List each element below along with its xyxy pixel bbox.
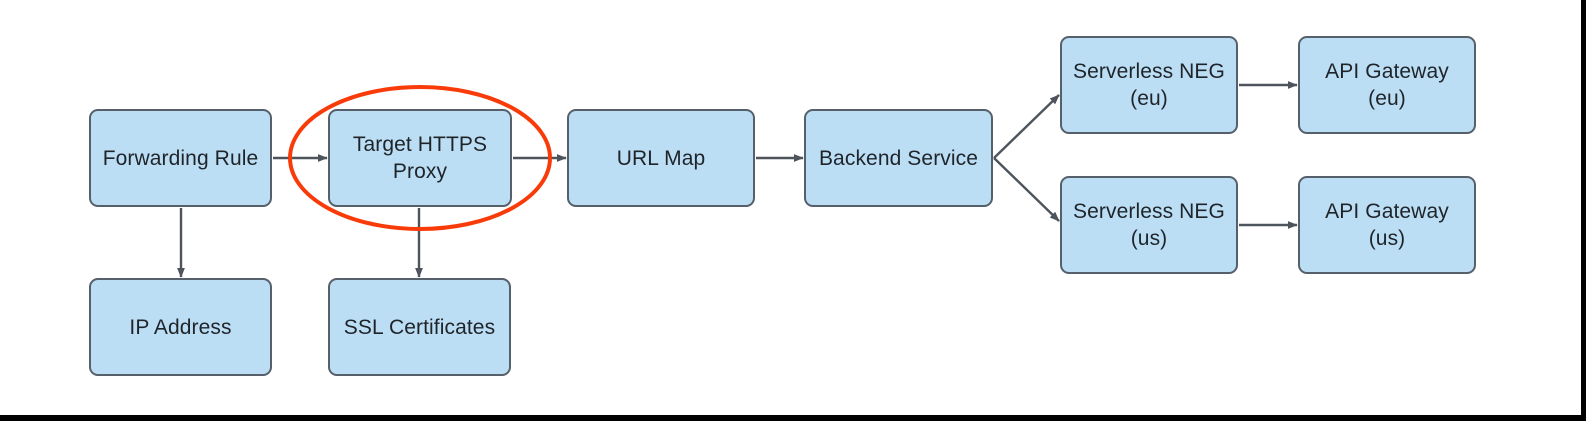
node-label: API Gateway (eu)	[1325, 60, 1449, 110]
node-serverless-neg-us[interactable]: Serverless NEG (us)	[1060, 176, 1238, 274]
node-ip-address[interactable]: IP Address	[89, 278, 272, 376]
node-label: URL Map	[616, 146, 706, 170]
node-label: SSL Certificates	[343, 315, 496, 339]
node-ssl-certificates[interactable]: SSL Certificates	[328, 278, 511, 376]
node-label: API Gateway (us)	[1325, 200, 1449, 250]
node-target-https-proxy[interactable]: Target HTTPS Proxy	[328, 109, 512, 207]
node-api-gateway-eu[interactable]: API Gateway (eu)	[1298, 36, 1476, 134]
node-serverless-neg-eu[interactable]: Serverless NEG (eu)	[1060, 36, 1238, 134]
node-label: IP Address	[129, 315, 232, 339]
node-label: Serverless NEG (eu)	[1073, 60, 1225, 110]
node-forwarding-rule[interactable]: Forwarding Rule	[89, 109, 272, 207]
edge-backend-service-to-serverless-neg-eu	[993, 94, 1060, 159]
node-label: Forwarding Rule	[102, 146, 259, 170]
frame-border-bottom	[0, 415, 1586, 421]
frame-border-right	[1581, 0, 1586, 421]
node-api-gateway-us[interactable]: API Gateway (us)	[1298, 176, 1476, 274]
node-label: Serverless NEG (us)	[1073, 200, 1225, 250]
node-url-map[interactable]: URL Map	[567, 109, 755, 207]
node-backend-service[interactable]: Backend Service	[804, 109, 993, 207]
node-label: Backend Service	[818, 146, 979, 170]
node-label: Target HTTPS Proxy	[352, 133, 488, 183]
edge-backend-service-to-serverless-neg-us	[993, 157, 1060, 222]
